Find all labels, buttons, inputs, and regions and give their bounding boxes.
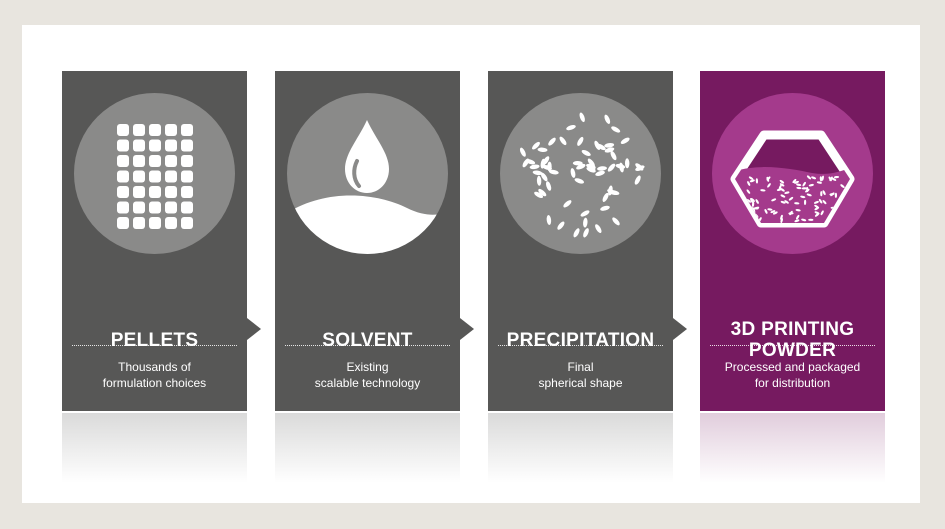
pellets-icon [74, 93, 235, 254]
step-precipitation: PRECIPITATION Final spherical shape [488, 71, 673, 411]
reflection [488, 413, 673, 483]
reflection [275, 413, 460, 483]
arrow-right-icon [673, 318, 687, 340]
step-description: Processed and packaged for distribution [724, 360, 861, 390]
particles-icon [500, 93, 661, 254]
reflection [62, 413, 247, 483]
step-description: Existing scalable technology [314, 360, 421, 390]
powder-container-icon [712, 93, 873, 254]
step-3d-printing-powder: 3D PRINTING POWDER Processed and package… [700, 71, 885, 411]
step-description: Thousands of formulation choices [102, 360, 207, 390]
step-pellets: PELLETS Thousands of formulation choices [62, 71, 247, 411]
arrow-right-icon [247, 318, 261, 340]
step-solvent: SOLVENT Existing scalable technology [275, 71, 460, 411]
reflection [700, 413, 885, 483]
divider [285, 345, 450, 346]
step-description: Final spherical shape [538, 360, 623, 390]
divider [710, 345, 875, 346]
droplet-icon [287, 93, 448, 254]
divider [72, 345, 237, 346]
step-title: 3D PRINTING POWDER [730, 319, 855, 361]
divider [498, 345, 663, 346]
arrow-right-icon [460, 318, 474, 340]
